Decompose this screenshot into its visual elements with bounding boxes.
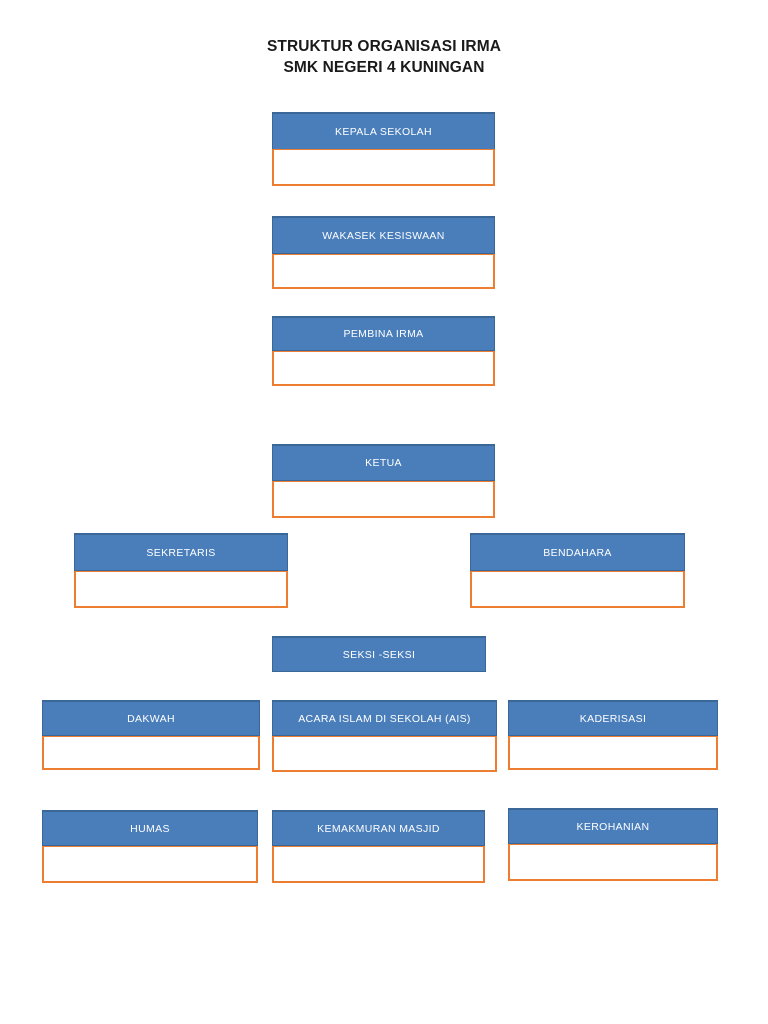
node-header-pembina-irma: PEMBINA IRMA [272,316,495,351]
node-header-kerohanian: KEROHANIAN [508,808,718,844]
node-header-dakwah: DAKWAH [42,700,260,736]
node-bendahara[interactable]: BENDAHARA [470,533,685,608]
node-wakasek-kesiswaan[interactable]: WAKASEK KESISWAAN [272,216,495,289]
node-field-kerohanian[interactable] [508,844,718,881]
node-header-ketua: KETUA [272,444,495,481]
node-ais[interactable]: ACARA ISLAM DI SEKOLAH (AIS) [272,700,497,772]
node-field-kaderisasi[interactable] [508,736,718,770]
node-humas[interactable]: HUMAS [42,810,258,883]
node-field-humas[interactable] [42,846,258,883]
node-seksi-seksi[interactable]: SEKSI -SEKSI [272,636,486,672]
node-header-kaderisasi: KADERISASI [508,700,718,736]
title-line-2: SMK NEGERI 4 KUNINGAN [283,59,485,76]
node-ketua[interactable]: KETUA [272,444,495,518]
node-kepala-sekolah[interactable]: KEPALA SEKOLAH [272,112,495,186]
node-header-wakasek-kesiswaan: WAKASEK KESISWAAN [272,216,495,254]
node-field-ketua[interactable] [272,481,495,518]
title-line-1: STRUKTUR ORGANISASI IRMA [266,38,502,55]
node-field-kemakmuran-masjid[interactable] [272,846,485,883]
node-header-seksi-seksi: SEKSI -SEKSI [272,636,486,672]
node-dakwah[interactable]: DAKWAH [42,700,260,770]
node-field-ais[interactable] [272,736,497,772]
node-header-kepala-sekolah: KEPALA SEKOLAH [272,112,495,149]
node-header-kemakmuran-masjid: KEMAKMURAN MASJID [272,810,485,846]
node-header-ais: ACARA ISLAM DI SEKOLAH (AIS) [272,700,497,736]
node-field-bendahara[interactable] [470,571,685,608]
node-header-sekretaris: SEKRETARIS [74,533,288,571]
node-header-humas: HUMAS [42,810,258,846]
node-sekretaris[interactable]: SEKRETARIS [74,533,288,608]
page-title: STRUKTUR ORGANISASI IRMA SMK NEGERI 4 KU… [0,36,768,78]
node-kemakmuran-masjid[interactable]: KEMAKMURAN MASJID [272,810,485,883]
node-header-bendahara: BENDAHARA [470,533,685,571]
node-kerohanian[interactable]: KEROHANIAN [508,808,718,881]
node-field-dakwah[interactable] [42,736,260,770]
node-field-kepala-sekolah[interactable] [272,149,495,186]
node-kaderisasi[interactable]: KADERISASI [508,700,718,770]
node-pembina-irma[interactable]: PEMBINA IRMA [272,316,495,386]
node-field-wakasek-kesiswaan[interactable] [272,254,495,289]
node-field-sekretaris[interactable] [74,571,288,608]
node-field-pembina-irma[interactable] [272,351,495,386]
